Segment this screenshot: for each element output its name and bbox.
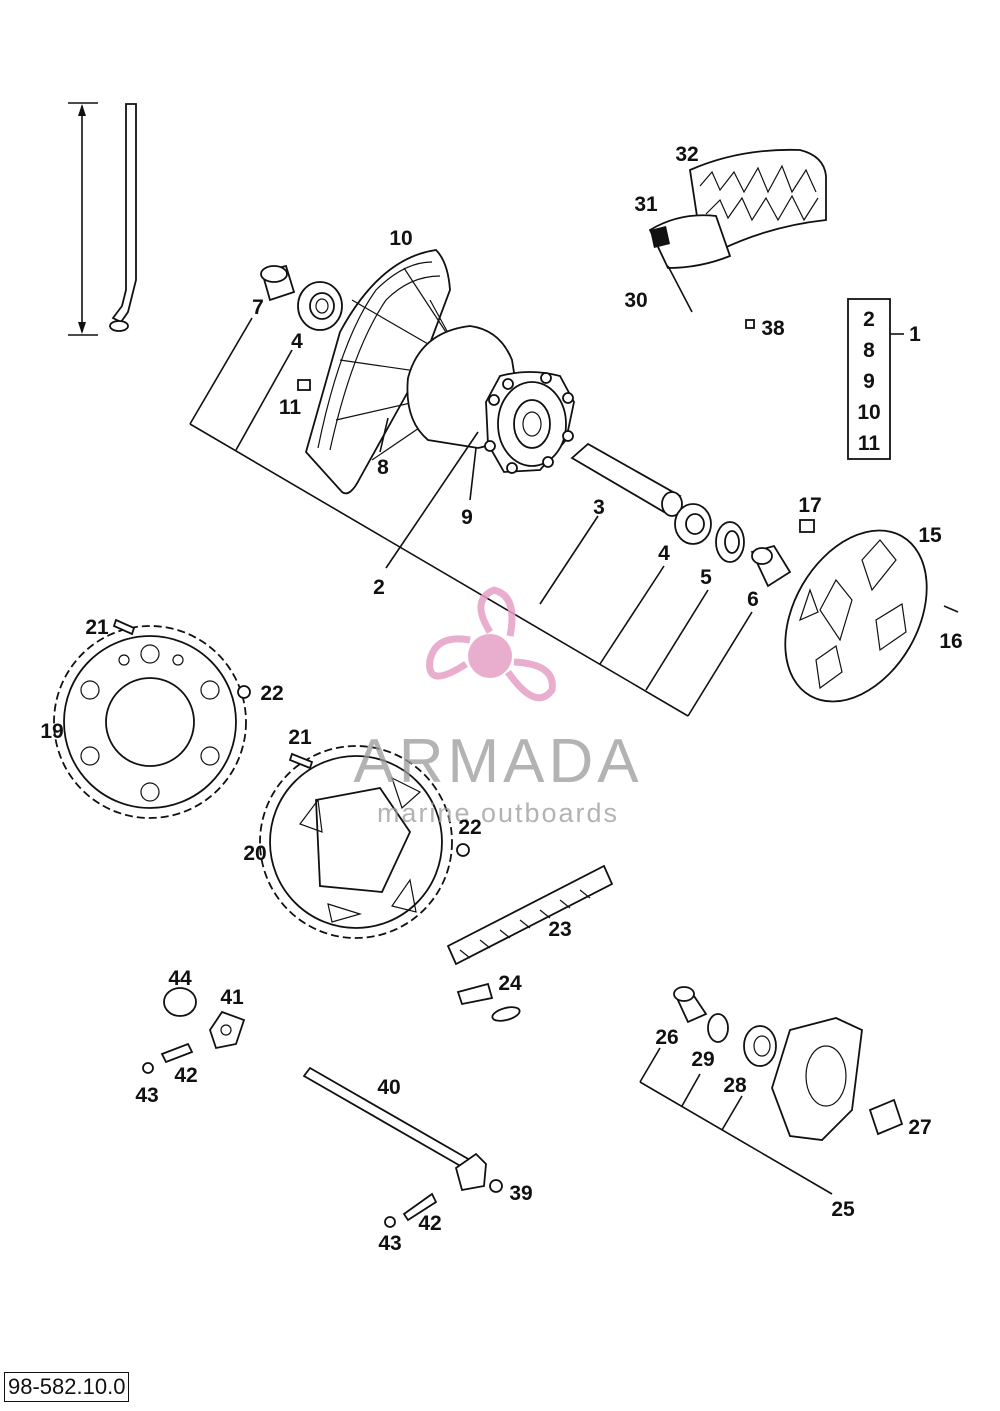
watermark: ARMADA marine outboards xyxy=(353,586,642,828)
sprocket-19-drawing xyxy=(53,625,247,819)
kit-item-4: 10 xyxy=(857,401,880,424)
callout-44: 44 xyxy=(168,967,192,990)
callout-23: 23 xyxy=(548,918,571,941)
chain-drawing xyxy=(446,864,614,966)
callout-20: 20 xyxy=(243,842,266,865)
axle-drawing xyxy=(302,1066,487,1192)
callout-25: 25 xyxy=(831,1198,855,1221)
watermark-brand: ARMADA xyxy=(353,727,642,796)
callout-38: 38 xyxy=(761,317,785,340)
hub-assembly-drawing xyxy=(673,986,904,1141)
spacer-7-drawing xyxy=(260,264,296,302)
callout-15: 15 xyxy=(918,524,942,547)
bolt-42-left-drawing xyxy=(160,1042,194,1064)
callout-31: 31 xyxy=(634,193,658,216)
callout-40: 40 xyxy=(377,1076,400,1099)
watermark-tagline: marine outboards xyxy=(377,798,619,828)
diagram-reference-code: 98-582.10.0 xyxy=(4,1372,130,1402)
seal-drawing xyxy=(715,521,745,563)
callout-7: 7 xyxy=(252,296,264,319)
callout-30: 30 xyxy=(624,289,647,312)
adjuster-41-drawing xyxy=(209,1010,246,1050)
leader-lines xyxy=(189,317,833,1195)
callout-4-left: 4 xyxy=(291,330,303,353)
callout-11: 11 xyxy=(279,396,302,419)
callout-29: 29 xyxy=(691,1048,714,1071)
hub-drawing xyxy=(406,325,575,474)
nut-43-bottom-drawing xyxy=(384,1216,396,1228)
chain-link-drawing xyxy=(456,982,521,1022)
bearing-right-drawing xyxy=(674,503,712,545)
bolt-42-bottom-drawing xyxy=(402,1192,438,1222)
nipple-11-drawing xyxy=(297,379,311,391)
callout-10: 10 xyxy=(389,227,412,250)
callout-16: 16 xyxy=(939,630,962,653)
callout-42-bottom: 42 xyxy=(418,1212,441,1235)
roller-44-drawing xyxy=(163,987,197,1017)
watermark-logo-icon xyxy=(426,586,556,702)
bolt-21-bottom-drawing xyxy=(288,752,314,770)
callout-4-right: 4 xyxy=(658,542,670,565)
callout-42-left: 42 xyxy=(174,1064,197,1087)
nut-22-top-drawing xyxy=(237,685,251,699)
callout-39: 39 xyxy=(509,1182,532,1205)
callout-17: 17 xyxy=(798,494,821,517)
callout-5: 5 xyxy=(700,566,712,589)
callout-27: 27 xyxy=(908,1116,931,1139)
callout-43-bottom: 43 xyxy=(378,1232,401,1255)
distance-tube-drawing xyxy=(570,442,683,517)
kit-number: 1 xyxy=(909,323,921,346)
callout-9: 9 xyxy=(461,506,473,529)
nut-39-drawing xyxy=(489,1179,503,1193)
nut-43-left-drawing xyxy=(142,1062,154,1074)
spacer-6-drawing xyxy=(750,544,792,588)
valve-cap-drawing xyxy=(745,319,755,329)
callout-21-bottom: 21 xyxy=(288,726,312,749)
sprocket-20-drawing xyxy=(259,745,453,939)
bearing-left-drawing xyxy=(297,281,343,331)
callout-32: 32 xyxy=(675,143,698,166)
callout-24: 24 xyxy=(498,972,522,995)
callout-8: 8 xyxy=(377,456,389,479)
callout-43-left: 43 xyxy=(135,1084,158,1107)
kit-item-2: 8 xyxy=(863,339,875,362)
callout-2: 2 xyxy=(373,576,385,599)
callout-19: 19 xyxy=(40,720,63,743)
kit-item-1: 2 xyxy=(863,308,875,331)
kit-item-5: 11 xyxy=(858,432,881,455)
callout-26: 26 xyxy=(655,1026,678,1049)
callout-6: 6 xyxy=(747,588,759,611)
kit-item-3: 9 xyxy=(863,370,875,393)
callout-3: 3 xyxy=(593,496,605,519)
callout-28: 28 xyxy=(723,1074,747,1097)
callout-41: 41 xyxy=(220,986,244,1009)
callouts: 1 2 3 4 4 5 6 7 8 9 10 11 15 16 17 19 20… xyxy=(40,143,962,1255)
brake-disc-drawing xyxy=(784,519,959,703)
tyre-drawing xyxy=(648,148,827,313)
kit-box: 2 8 9 10 11 1 xyxy=(847,298,921,460)
callout-22-bottom: 22 xyxy=(458,816,481,839)
bolt-21-top-drawing xyxy=(112,618,136,636)
spoke-drawing xyxy=(68,102,137,336)
nut-22-bottom-drawing xyxy=(456,843,470,857)
callout-21-top: 21 xyxy=(85,616,109,639)
callout-22-top: 22 xyxy=(260,682,283,705)
